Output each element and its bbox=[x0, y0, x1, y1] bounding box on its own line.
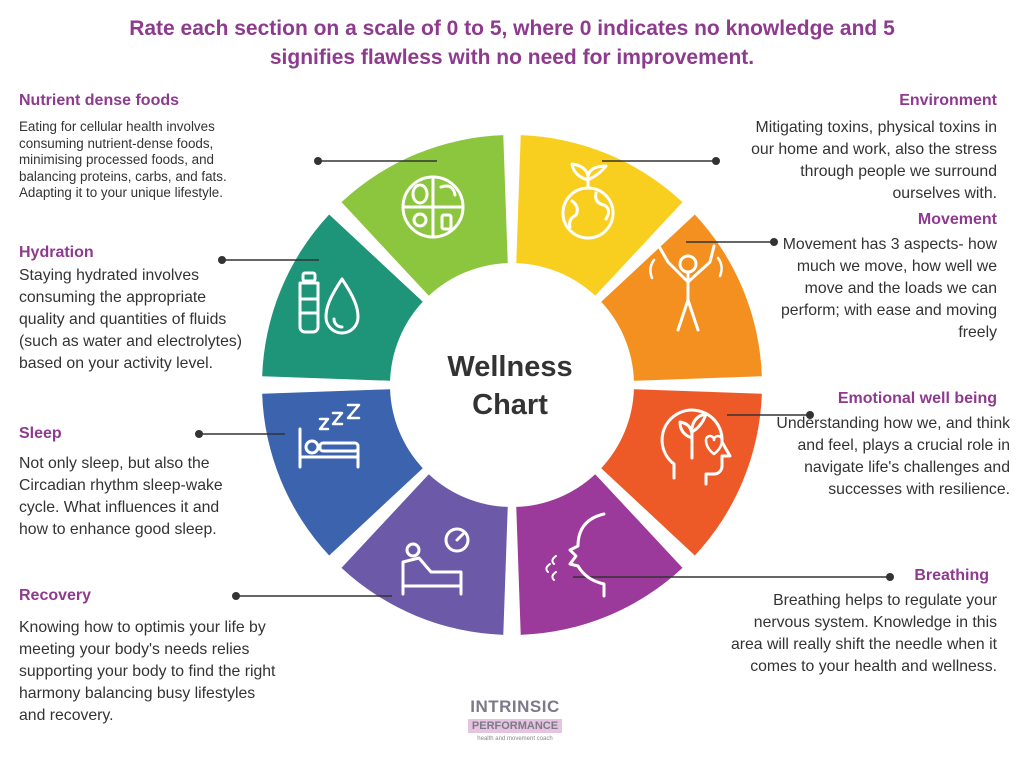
section-breathing-title: Breathing bbox=[914, 567, 989, 584]
section-hydration-text: Staying hydrated involves consuming the … bbox=[19, 267, 243, 372]
leader-dot-sleep bbox=[195, 430, 203, 438]
water-bottle-icon bbox=[298, 271, 360, 335]
section-sleep: Sleep Not only sleep, but also the Circa… bbox=[19, 425, 244, 541]
section-breathing: Breathing Breathing helps to regulate yo… bbox=[730, 567, 997, 678]
page-headline: Rate each section on a scale of 0 to 5, … bbox=[40, 14, 984, 72]
leader-dot-nutrient bbox=[314, 157, 322, 165]
section-movement-text: Movement has 3 aspects- how much we move… bbox=[781, 236, 997, 341]
wedge-breathing bbox=[516, 474, 683, 635]
leader-dot-breathing bbox=[886, 573, 894, 581]
section-breathing-text: Breathing helps to regulate your nervous… bbox=[730, 592, 997, 675]
wedge-hydration bbox=[262, 214, 423, 381]
plate-icon bbox=[401, 175, 465, 239]
leader-dot-environment bbox=[712, 157, 720, 165]
sleep-bed-icon bbox=[298, 403, 361, 469]
section-recovery-title: Recovery bbox=[19, 587, 92, 604]
recovery-timer-icon bbox=[401, 527, 470, 596]
person-moving-icon bbox=[649, 244, 723, 332]
headline-line-2: signifies flawless with no need for impr… bbox=[269, 46, 755, 69]
center-title-line-1: Wellness bbox=[447, 351, 573, 383]
section-movement: Movement Movement has 3 aspects- how muc… bbox=[767, 211, 997, 344]
section-emotional: Emotional well being Understanding how w… bbox=[767, 390, 1010, 501]
section-emotional-title: Emotional well being bbox=[837, 390, 997, 407]
section-nutrient-title: Nutrient dense foods bbox=[19, 92, 180, 109]
leader-dot-hydration bbox=[218, 256, 226, 264]
section-nutrient-text: Eating for cellular health involves cons… bbox=[19, 119, 227, 200]
breathing-face-icon bbox=[545, 512, 606, 598]
section-nutrient: Nutrient dense foods Eating for cellular… bbox=[19, 92, 274, 202]
center-title: Wellness Chart bbox=[415, 348, 605, 424]
leader-dot-emotional bbox=[806, 411, 814, 419]
wedge-environment bbox=[516, 135, 683, 296]
wedge-recovery bbox=[341, 474, 508, 635]
section-hydration: Hydration Staying hydrated involves cons… bbox=[19, 244, 249, 375]
section-emotional-text: Understanding how we, and think and feel… bbox=[776, 415, 1010, 498]
head-heart-icon bbox=[660, 408, 732, 486]
center-title-line-2: Chart bbox=[472, 389, 548, 421]
section-environment-text: Mitigating toxins, physical toxins in ou… bbox=[751, 119, 997, 202]
section-sleep-text: Not only sleep, but also the Circadian r… bbox=[19, 455, 223, 538]
headline-line-1: Rate each section on a scale of 0 to 5, … bbox=[129, 17, 895, 40]
section-recovery: Recovery Knowing how to optimis your lif… bbox=[19, 587, 281, 727]
section-environment: Environment Mitigating toxins, physical … bbox=[732, 92, 997, 205]
logo-line-3: health and movement coach bbox=[477, 736, 553, 742]
section-hydration-title: Hydration bbox=[19, 244, 94, 261]
wedge-sleep bbox=[262, 389, 423, 556]
leader-dot-movement bbox=[770, 238, 778, 246]
section-sleep-title: Sleep bbox=[19, 425, 62, 442]
earth-plant-icon bbox=[561, 162, 615, 240]
brand-logo: INTRINSIC PERFORMANCE health and movemen… bbox=[440, 698, 590, 742]
logo-line-1: INTRINSIC bbox=[470, 697, 560, 716]
leader-dot-recovery bbox=[232, 592, 240, 600]
section-recovery-text: Knowing how to optimis your life by meet… bbox=[19, 619, 276, 724]
section-movement-title: Movement bbox=[917, 211, 997, 228]
wedge-movement bbox=[601, 214, 762, 381]
section-environment-title: Environment bbox=[899, 92, 997, 109]
logo-line-2: PERFORMANCE bbox=[467, 719, 563, 733]
